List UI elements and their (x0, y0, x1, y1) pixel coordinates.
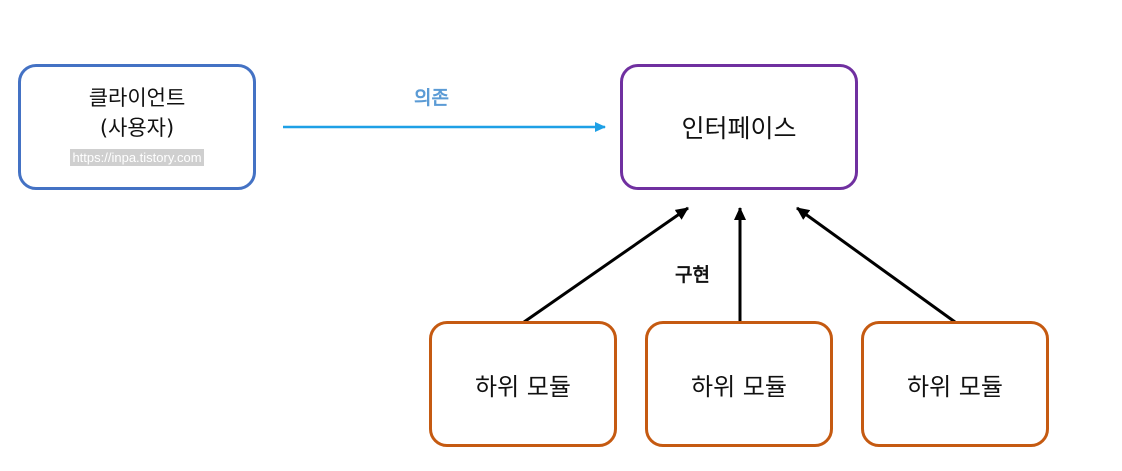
interface-box: 인터페이스 (620, 64, 858, 190)
client-box: 클라이언트 (사용자) https://inpa.tistory.com (18, 64, 256, 190)
submodule-label: 하위 모듈 (907, 372, 1003, 401)
submodule-box-3: 하위 모듈 (861, 321, 1049, 447)
implementation-label: 구현 (675, 264, 710, 286)
client-title: 클라이언트 (88, 85, 186, 110)
submodule-box-1: 하위 모듈 (429, 321, 617, 447)
interface-label: 인터페이스 (681, 114, 797, 143)
submodule-label: 하위 모듈 (691, 372, 787, 401)
submodule-label: 하위 모듈 (475, 372, 571, 401)
client-subtitle: (사용자) (99, 115, 175, 140)
implementation-arrow-left (523, 206, 689, 324)
watermark-url: https://inpa.tistory.com (70, 148, 204, 166)
dependency-label: 의존 (414, 87, 449, 109)
submodule-box-2: 하위 모듈 (645, 321, 833, 447)
implementation-arrow-right (796, 206, 956, 324)
